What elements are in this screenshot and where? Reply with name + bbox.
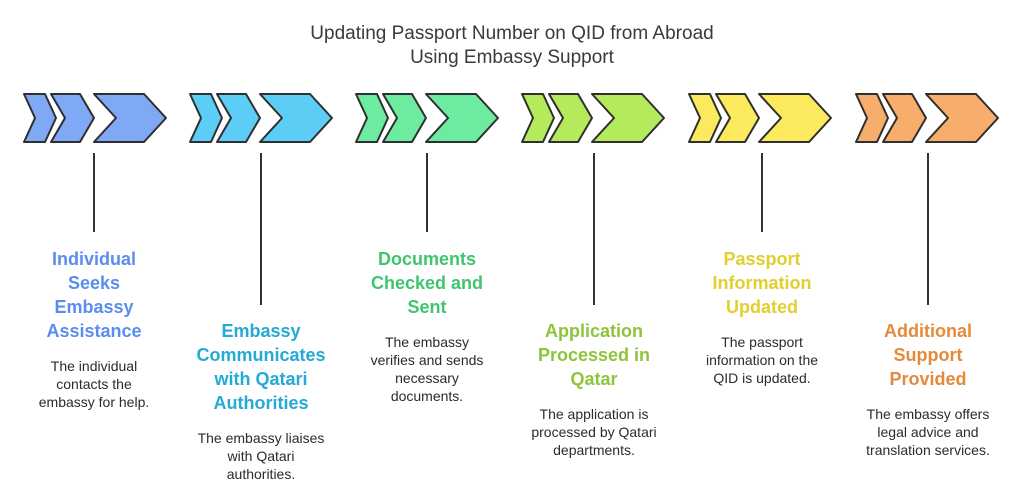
step-description-line: documents. (390, 388, 464, 404)
step-title-line: Processed in (537, 345, 651, 365)
chevron-arrow (425, 93, 499, 143)
step-description-line: The embassy (384, 334, 470, 350)
step-title-line: Sent (407, 297, 447, 317)
chevron-arrow (93, 93, 167, 143)
step-description-line: QID is updated. (713, 370, 811, 386)
chevron-arrow (758, 93, 832, 143)
step-description-line: translation services. (866, 442, 990, 458)
title-line: Updating Passport Number on QID from Abr… (310, 23, 714, 44)
chevron-arrow (882, 93, 927, 143)
step-description-line: verifies and sends (370, 352, 484, 368)
chevron-arrow (259, 93, 333, 143)
chevron-arrow (521, 93, 555, 143)
step-title-line: Individual (51, 249, 136, 269)
chevron-arrow (855, 93, 889, 143)
step-title-line: Application (545, 321, 643, 341)
chevron-arrow (548, 93, 593, 143)
step-description: The embassy verifies and sends necessary do… (347, 333, 507, 405)
step-description-line: The embassy offers (866, 406, 990, 422)
chevron-arrow (355, 93, 389, 143)
step-description-line: embassy for help. (38, 394, 150, 410)
step-description: The application is processed by Qatari dep… (514, 405, 674, 459)
step-title-line: Provided (889, 369, 967, 389)
chevron-arrow (50, 93, 95, 143)
step-title-line: Seeks (67, 273, 121, 293)
chevron-arrow (715, 93, 760, 143)
step-title-line: Embassy (221, 321, 301, 341)
step-title-line: with Qatari (214, 369, 308, 389)
chevron-arrow (925, 93, 999, 143)
step-chevron-group (23, 93, 167, 143)
chevron-arrow (189, 93, 223, 143)
step-chevron-group (355, 93, 499, 143)
step-chevron-group (189, 93, 333, 143)
diagram-title: Updating Passport Number on QID from Abr… (0, 22, 1024, 70)
step-description-line: departments. (553, 442, 635, 458)
step-title-line: Authorities (213, 393, 309, 413)
chevron-arrow (591, 93, 665, 143)
step-description-line: The passport (721, 334, 803, 350)
step-title-line: Additional (884, 321, 972, 341)
step-description-line: with Qatari (227, 448, 295, 464)
step-description: The individual contacts the embassy for he… (14, 357, 174, 411)
step-description-line: legal advice and (877, 424, 979, 440)
step-description-line: The individual (50, 358, 138, 374)
step-description-line: contacts the (56, 376, 132, 392)
step-chevron-group (521, 93, 665, 143)
step-description-line: necessary (395, 370, 459, 386)
chevron-arrow (216, 93, 261, 143)
step-title-line: Documents (377, 249, 476, 269)
step-chevron-group (855, 93, 999, 143)
step-title-line: Information (712, 273, 812, 293)
step-title-line: Qatar (570, 369, 618, 389)
step-title-line: Assistance (46, 321, 142, 341)
step-title-line: Communicates (196, 345, 326, 365)
step-description-line: The application is (539, 406, 649, 422)
step-title-line: Support (893, 345, 963, 365)
step-description-line: processed by Qatari (531, 424, 657, 440)
step-title-line: Checked and (370, 273, 484, 293)
step-chevron-group (688, 93, 832, 143)
chevron-arrow (23, 93, 57, 143)
step-description-line: The embassy liaises (197, 430, 325, 446)
step-description: The embassy offers legal advice and transl… (848, 405, 1008, 459)
step-title-line: Passport (723, 249, 801, 269)
chevron-arrow (382, 93, 427, 143)
title-line: Using Embassy Support (410, 47, 614, 68)
step-title-line: Embassy (54, 297, 134, 317)
step-description-line: authorities. (226, 466, 296, 482)
step-description: The embassy liaises with Qatari authoritie… (181, 429, 341, 483)
chevron-arrow (688, 93, 722, 143)
step-description-line: information on the (705, 352, 819, 368)
step-title-line: Updated (726, 297, 798, 317)
